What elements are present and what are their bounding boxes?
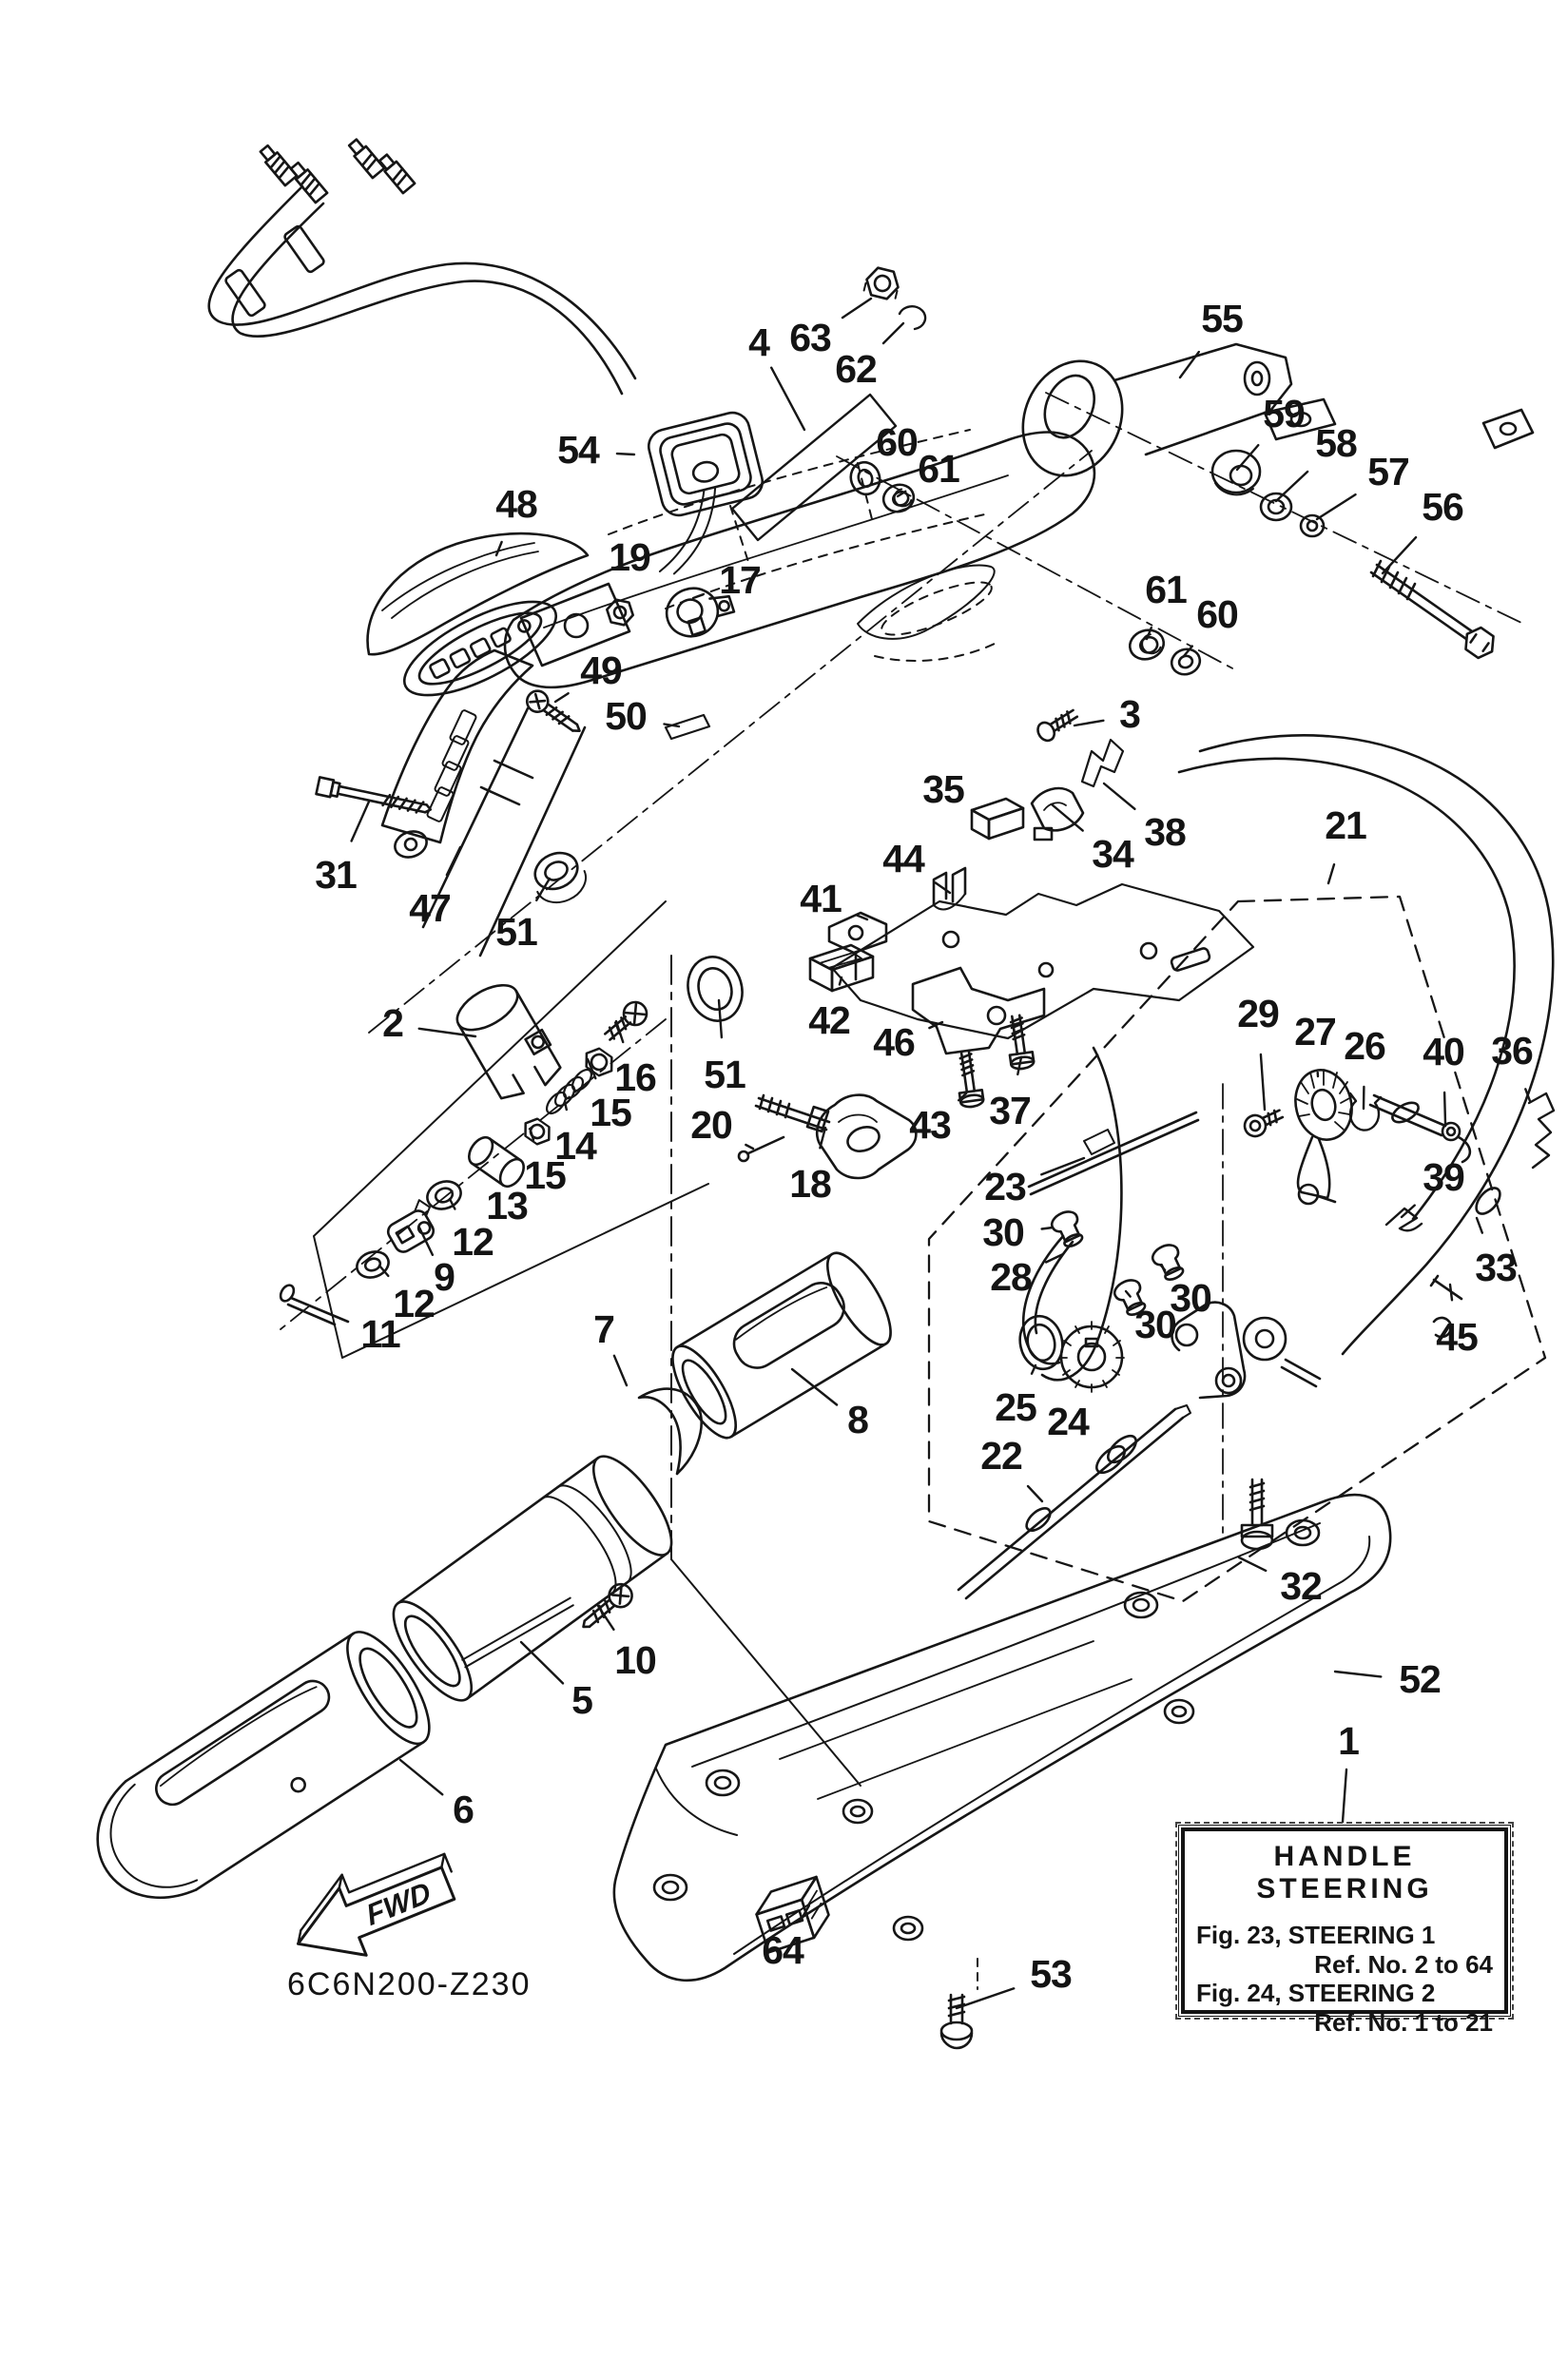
bolt-56 xyxy=(1369,559,1495,660)
clip-38 xyxy=(1080,738,1125,788)
cable-end-40 xyxy=(1368,1093,1472,1164)
tube-8 xyxy=(671,1251,892,1440)
throttle-cables xyxy=(207,138,637,396)
bolt-43 xyxy=(958,1050,985,1109)
bolt-37 xyxy=(1008,1014,1036,1071)
screw-10 xyxy=(582,1582,633,1629)
fwd-arrow: FWD xyxy=(296,1852,456,1957)
figure-ref: Ref. No. 2 to 64 xyxy=(1314,1949,1493,1979)
screw-boss xyxy=(652,1518,1321,1942)
figure-entry: Fig. 24, STEERING 2 xyxy=(1196,1979,1436,2008)
figure-ref: Ref. No. 1 to 21 xyxy=(1314,2008,1493,2038)
clip-44 xyxy=(932,866,967,911)
damper-sheet xyxy=(730,393,898,542)
grommet-30 xyxy=(1113,1279,1147,1316)
pin-45 xyxy=(1429,1274,1463,1301)
fig24-boundary xyxy=(927,895,1547,1603)
steering-shaft xyxy=(279,706,709,1359)
pin-20 xyxy=(737,1135,785,1163)
connector-64 xyxy=(755,1875,830,1954)
bracket-46 xyxy=(911,966,1046,1055)
title-box: HANDLE STEERING Fig. 23, STEERING 1 Ref.… xyxy=(1175,1822,1514,2037)
gear-24 xyxy=(1058,1321,1125,1393)
grommet-30 xyxy=(1151,1244,1185,1281)
bottom-cover xyxy=(612,1478,1392,2050)
leader-lines xyxy=(350,297,1532,2010)
gear-arm-27 xyxy=(1294,1069,1353,1206)
figure-title: HANDLE STEERING xyxy=(1256,1841,1433,1905)
throttle-cable-loop xyxy=(927,734,1556,1603)
shaft-rod-22 xyxy=(957,1404,1191,1600)
bushing-51 xyxy=(687,956,744,1022)
grip-6 xyxy=(96,1631,431,1899)
hook-39 xyxy=(1384,1207,1423,1232)
handle-grip-parts xyxy=(96,955,892,1899)
bracket-41 xyxy=(827,911,888,981)
friction-bracket-assembly xyxy=(808,708,1255,1109)
strip-7 xyxy=(637,1387,703,1476)
link-arm xyxy=(1171,1301,1322,1400)
bolt-32 xyxy=(1240,1478,1274,1551)
cable-end-33 xyxy=(1432,1187,1501,1339)
friction-knob xyxy=(687,956,918,1180)
cable-grommet xyxy=(647,411,765,575)
washer-25 xyxy=(1018,1314,1064,1371)
rod-23 xyxy=(1027,1111,1200,1196)
cotter-pin xyxy=(279,1284,350,1326)
grommet-30 xyxy=(1050,1210,1084,1247)
throttle-gear-parts xyxy=(957,1046,1383,1600)
clip-26 xyxy=(1348,1092,1383,1131)
tube-5 xyxy=(392,1455,673,1702)
tiller-handle-body xyxy=(368,342,1535,1034)
box-35 xyxy=(970,797,1025,841)
bolt-29 xyxy=(1243,1109,1285,1138)
figure-entry: Fig. 23, STEERING 1 xyxy=(1196,1921,1436,1949)
stopper-42 xyxy=(808,943,875,993)
lever-clamp-parts xyxy=(525,587,736,741)
shift-lever-assembly xyxy=(315,532,590,904)
drawing-code: 6C6N200-Z230 xyxy=(287,1966,532,2002)
screw-53 xyxy=(939,1958,978,2050)
clamp-36 xyxy=(1527,1092,1556,1170)
screw-3 xyxy=(1036,708,1079,743)
mount-bracket-parts xyxy=(836,266,1522,676)
clamp-34 xyxy=(1030,786,1085,841)
